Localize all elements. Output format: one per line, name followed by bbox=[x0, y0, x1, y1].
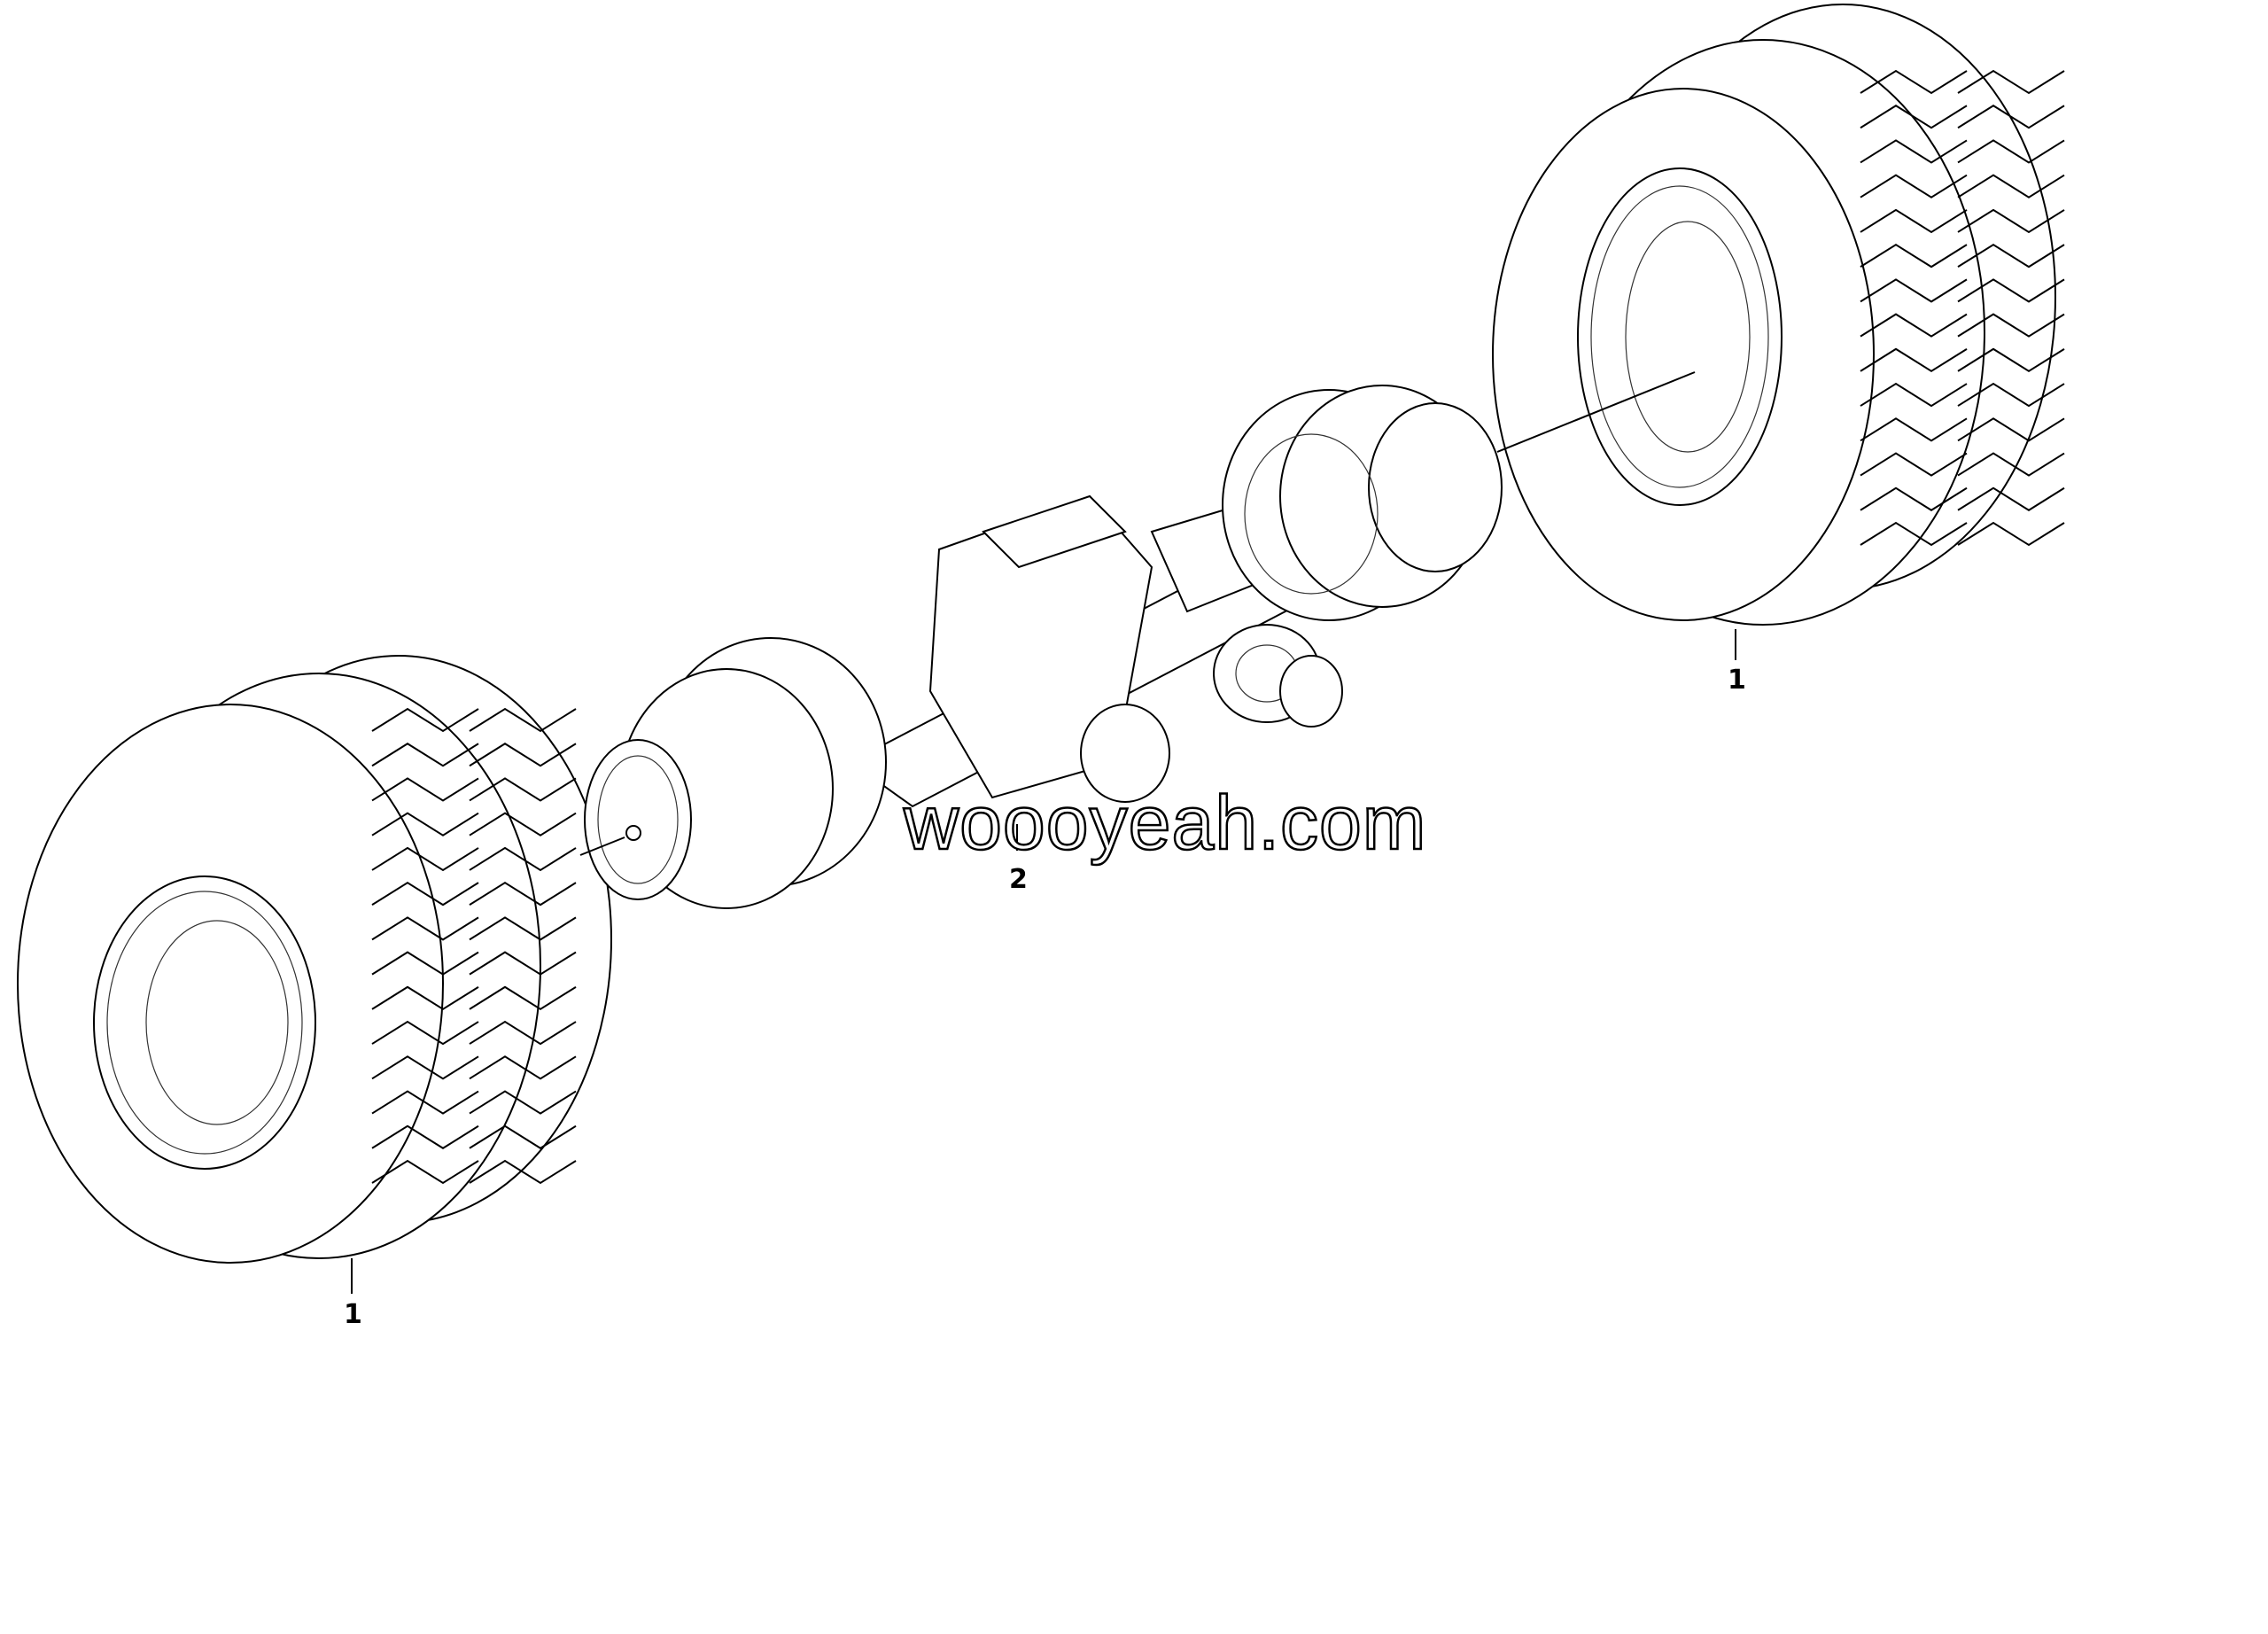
tread-chevron bbox=[469, 1020, 577, 1046]
tread-chevron bbox=[1860, 139, 1968, 164]
tread-chevron bbox=[1957, 382, 2065, 408]
tread-chevron bbox=[469, 743, 577, 767]
tread-chevron bbox=[371, 743, 479, 767]
tread-chevron bbox=[1860, 382, 1968, 408]
watermark: woooyeah.com bbox=[903, 780, 1427, 868]
axle-assembly bbox=[584, 385, 1503, 909]
tread-chevron bbox=[1957, 243, 2065, 268]
tread-chevron bbox=[469, 1124, 577, 1149]
tread-chevron bbox=[371, 881, 479, 906]
tread-chevron bbox=[371, 846, 479, 872]
tread-chevron bbox=[371, 985, 479, 1011]
callout-axle-assembly: 2 bbox=[1009, 864, 1028, 895]
tread-chevron bbox=[1860, 313, 1968, 338]
callout-right-tire: 1 bbox=[1728, 665, 1746, 696]
tread-chevron bbox=[469, 951, 577, 976]
left-tire-leader-line bbox=[579, 836, 625, 856]
tread-chevron bbox=[469, 1090, 577, 1115]
tread-chevron bbox=[1957, 208, 2065, 234]
tread-chevron bbox=[371, 707, 479, 733]
tread-chevron bbox=[1860, 69, 1968, 95]
right-tire-leader-line bbox=[1496, 371, 1696, 453]
tread-chevron bbox=[469, 707, 577, 733]
tread-chevron bbox=[1957, 278, 2065, 303]
tread-chevron bbox=[1957, 521, 2065, 547]
tread-chevron bbox=[1957, 313, 2065, 338]
tread-chevron bbox=[371, 1020, 479, 1046]
right-dual-tire bbox=[1492, 4, 2065, 626]
left-tire-tread bbox=[371, 707, 577, 1185]
right-tire-tread bbox=[1860, 69, 2065, 547]
tread-chevron bbox=[371, 1090, 479, 1115]
callout-left-tire: 1 bbox=[344, 1299, 362, 1330]
tread-chevron bbox=[371, 812, 479, 836]
tread-chevron bbox=[469, 1159, 577, 1185]
tread-chevron bbox=[371, 916, 479, 941]
left-dual-tire bbox=[17, 655, 612, 1264]
tread-chevron bbox=[1860, 347, 1968, 373]
tread-chevron bbox=[1957, 452, 2065, 477]
tread-chevron bbox=[1860, 417, 1968, 442]
tread-chevron bbox=[1957, 174, 2065, 198]
tread-chevron bbox=[1957, 486, 2065, 511]
tread-chevron bbox=[371, 777, 479, 802]
tread-chevron bbox=[1957, 417, 2065, 442]
tread-chevron bbox=[469, 881, 577, 906]
tread-chevron bbox=[1957, 347, 2065, 373]
tread-chevron bbox=[1957, 69, 2065, 95]
tread-chevron bbox=[1860, 486, 1968, 511]
tread-chevron bbox=[371, 951, 479, 976]
tread-chevron bbox=[1860, 174, 1968, 198]
tread-chevron bbox=[469, 777, 577, 802]
tread-chevron bbox=[371, 1159, 479, 1185]
tread-chevron bbox=[1957, 139, 2065, 164]
tread-chevron bbox=[469, 846, 577, 872]
tread-chevron bbox=[1860, 278, 1968, 303]
tread-chevron bbox=[469, 812, 577, 836]
tread-chevron bbox=[1860, 521, 1968, 547]
tread-chevron bbox=[1860, 105, 1968, 129]
tread-chevron bbox=[469, 916, 577, 941]
tread-chevron bbox=[371, 1124, 479, 1149]
tread-chevron bbox=[1860, 243, 1968, 268]
tread-chevron bbox=[1860, 208, 1968, 234]
tread-chevron bbox=[469, 985, 577, 1011]
tread-chevron bbox=[371, 1055, 479, 1080]
leader-lines bbox=[351, 371, 1736, 1294]
tread-chevron bbox=[469, 1055, 577, 1080]
tread-chevron bbox=[1957, 105, 2065, 129]
tread-chevron bbox=[1860, 452, 1968, 477]
